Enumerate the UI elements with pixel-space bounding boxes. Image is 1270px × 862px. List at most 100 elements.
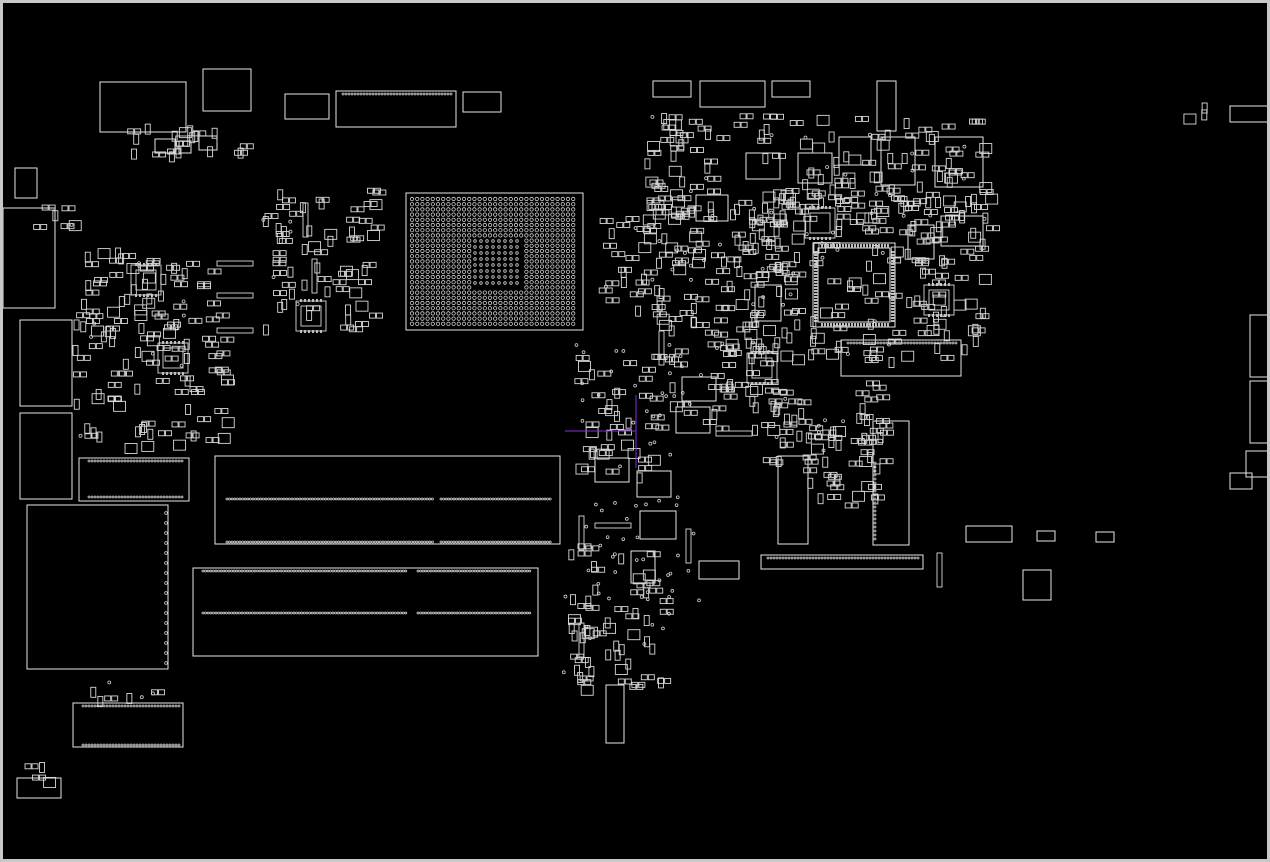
pin-pad [467, 274, 472, 280]
pin-pad [666, 573, 670, 577]
memory-slot-upper[interactable] [214, 455, 561, 545]
pad [835, 195, 841, 207]
pad [814, 302, 818, 304]
pad [197, 281, 205, 288]
pin-pad [334, 497, 338, 501]
pin-pad [89, 334, 94, 339]
pin-pad [473, 611, 477, 615]
pin-pad [391, 497, 395, 501]
pin-pad [565, 259, 571, 264]
pin-pad [774, 435, 779, 439]
pad [745, 199, 753, 206]
pad [630, 360, 638, 367]
pad [751, 382, 753, 385]
pad [808, 167, 815, 179]
pad [187, 375, 194, 382]
pin-pad [378, 569, 382, 573]
pad [717, 372, 725, 379]
pin-pad [486, 569, 490, 573]
pin-pad [882, 341, 886, 345]
pin-pad [354, 569, 358, 573]
pad [173, 264, 181, 271]
pad [637, 288, 645, 295]
pad [893, 196, 901, 203]
pad [638, 465, 646, 472]
pad [946, 176, 953, 188]
pad [166, 264, 174, 271]
pin-pad [473, 569, 477, 573]
far-right-components[interactable] [965, 105, 1267, 601]
pin-pad [337, 540, 341, 544]
pad [97, 248, 111, 260]
memory-slot-lower[interactable] [192, 567, 539, 657]
pin-pad [460, 569, 464, 573]
pad [278, 237, 286, 244]
pad [947, 354, 955, 361]
pin-pad [588, 636, 592, 640]
pin-pad [313, 497, 317, 501]
pin-pad [472, 217, 477, 222]
pin-pad [498, 306, 503, 311]
pin-pad [430, 264, 435, 269]
pin-pad [344, 569, 348, 573]
pad [821, 323, 823, 327]
pin-pad [368, 497, 372, 501]
pad [837, 484, 845, 491]
pcb-board-canvas[interactable] [3, 3, 1267, 859]
pch-chip[interactable] [812, 242, 896, 328]
pin-pad [580, 419, 585, 423]
pin-pad [503, 281, 507, 285]
pad [721, 256, 727, 268]
pad [627, 629, 641, 641]
pad [765, 351, 779, 363]
pin-pad [266, 611, 270, 615]
pad [133, 133, 140, 145]
pad [636, 472, 643, 484]
pin-pad [550, 290, 555, 295]
pin-pad [820, 556, 824, 560]
pin-pad [524, 316, 529, 321]
pad [857, 190, 865, 197]
pin-pad [688, 189, 693, 194]
pad [635, 305, 642, 317]
pad [786, 441, 794, 448]
pin-pad [519, 233, 524, 238]
pin-pad [534, 316, 539, 321]
pad [683, 409, 691, 416]
pad [772, 152, 779, 159]
pin-pad [165, 743, 169, 747]
pin-pad [318, 569, 322, 573]
left-edge-connectors[interactable] [3, 167, 190, 502]
pad [144, 123, 151, 135]
left-shield-outline[interactable] [16, 504, 184, 799]
pin-pad [441, 321, 446, 326]
pin-pad [584, 524, 589, 529]
pin-pad [386, 497, 390, 501]
pcb-layout-drawing[interactable] [3, 3, 1267, 859]
pin-pad [108, 704, 112, 708]
cpu-bga-package[interactable] [405, 192, 584, 331]
pin-pad [435, 217, 441, 222]
pin-pad [398, 92, 402, 96]
pad [632, 216, 640, 222]
pin-pad [487, 300, 493, 306]
pin-pad [105, 495, 109, 499]
pin-pad [456, 233, 461, 238]
pad [689, 183, 697, 190]
pin-pad [96, 743, 100, 747]
pin-pad [906, 341, 910, 345]
right-component-cluster[interactable] [594, 80, 984, 744]
pad [221, 366, 229, 373]
pin-pad [491, 257, 495, 261]
pad [762, 202, 768, 214]
pad [213, 300, 221, 307]
pin-pad [481, 611, 485, 615]
top-left-connector-block[interactable] [99, 68, 502, 154]
pin-pad [498, 202, 503, 207]
pin-pad [446, 316, 451, 321]
pin-pad [650, 115, 655, 119]
pad [816, 114, 830, 126]
pin-pad [174, 743, 178, 747]
pin-pad [538, 497, 542, 501]
pin-pad [305, 611, 309, 615]
